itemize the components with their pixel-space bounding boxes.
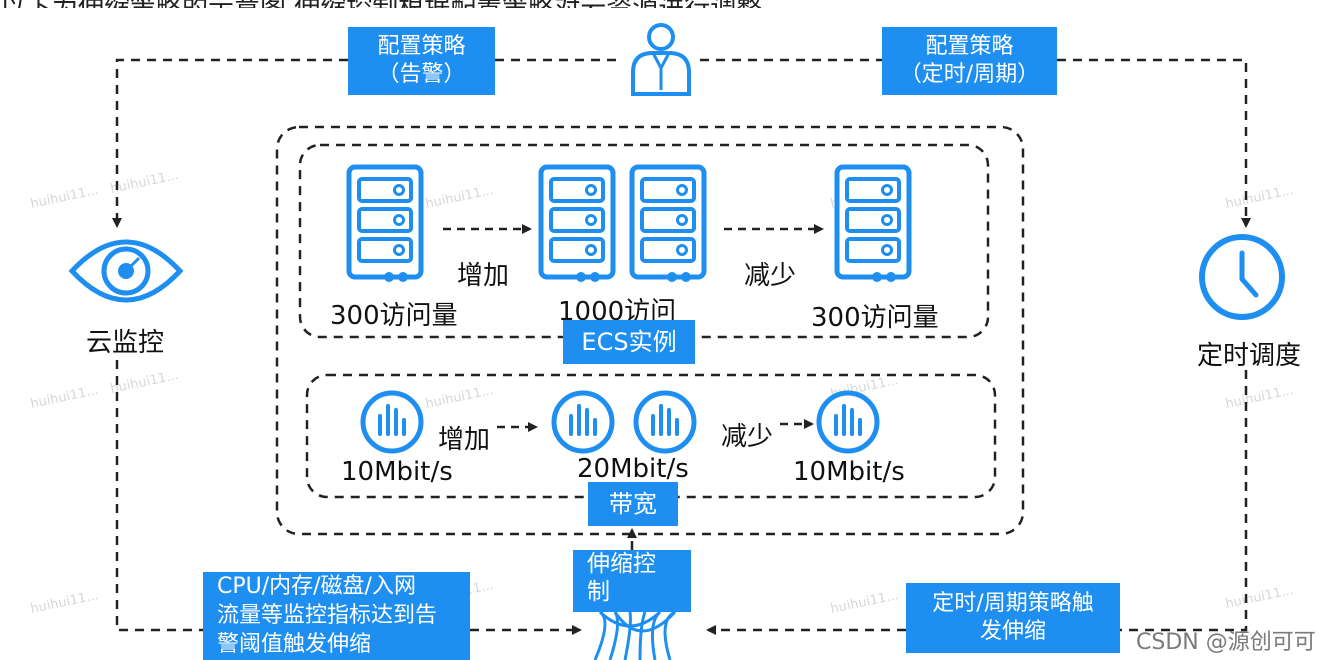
- alarm-trigger-line3: 警阈值触发伸缩: [217, 632, 372, 657]
- server-icon: [629, 164, 707, 282]
- schedule-label: 定时调度: [1197, 341, 1302, 371]
- scale-control-line1: 伸缩控: [587, 551, 656, 577]
- schedule-trigger-line1: 定时/周期策略触: [932, 591, 1094, 616]
- clock-icon: [1199, 234, 1285, 320]
- alarm-policy-line2: （告警）: [377, 62, 466, 87]
- resource-container: [275, 125, 1025, 536]
- bandwidth-increase-label: 增加: [438, 425, 491, 455]
- server-icon: [538, 164, 616, 282]
- scale-control-line2: 制: [587, 579, 610, 605]
- scale-control-box: 伸缩控 制: [573, 550, 691, 612]
- bandwidth-group: [305, 373, 997, 499]
- alarm-policy-box: 配置策略 （告警）: [348, 27, 495, 95]
- admin-user-icon: [631, 23, 691, 96]
- scale-fan-icon: [593, 610, 677, 660]
- header-text: 以下为伸缩策略的示意图,伸缩控制根据配置策略对云资源进行调整: [0, 0, 1338, 8]
- bandwidth-arrows: [497, 419, 814, 432]
- bandwidth-badge: 带宽: [588, 482, 678, 526]
- bandwidth-left-label: 10Mbit/s: [341, 457, 453, 487]
- schedule-policy-box: 配置策略 （定时/周期）: [882, 27, 1057, 95]
- alarm-trigger-line2: 流量等监控指标达到告: [217, 603, 438, 628]
- bandwidth-middle-label: 20Mbit/s: [577, 454, 689, 484]
- ecs-badge: ECS实例: [563, 320, 695, 364]
- bandwidth-right-label: 10Mbit/s: [793, 457, 905, 487]
- bandwidth-icon: [633, 390, 697, 454]
- ecs-right-label: 300访问量: [811, 303, 939, 333]
- alarm-policy-line1: 配置策略: [377, 34, 466, 59]
- alarm-trigger-box: CPU/内存/磁盘/入网 流量等监控指标达到告 警阈值触发伸缩: [203, 572, 470, 660]
- ecs-decrease-label: 减少: [744, 261, 797, 291]
- ecs-left-label: 300访问量: [330, 301, 458, 331]
- eye-icon: [68, 239, 184, 303]
- schedule-trigger-line2: 发伸缩: [979, 619, 1046, 644]
- schedule-policy-line2: （定时/周期）: [899, 62, 1040, 87]
- bandwidth-icon: [816, 390, 880, 454]
- connector-lines: [112, 58, 1251, 635]
- bandwidth-icon: [360, 390, 424, 454]
- ecs-increase-label: 增加: [457, 261, 510, 291]
- cloud-monitor-label: 云监控: [86, 328, 165, 358]
- bandwidth-decrease-label: 减少: [721, 422, 774, 452]
- credit-text: CSDN @源创可可: [1136, 630, 1316, 655]
- schedule-policy-line1: 配置策略: [925, 34, 1014, 59]
- schedule-trigger-box: 定时/周期策略触 发伸缩: [906, 583, 1120, 653]
- alarm-trigger-line1: CPU/内存/磁盘/入网: [217, 574, 416, 599]
- bandwidth-icon: [551, 390, 615, 454]
- server-icon: [346, 164, 424, 282]
- server-icon: [834, 164, 912, 282]
